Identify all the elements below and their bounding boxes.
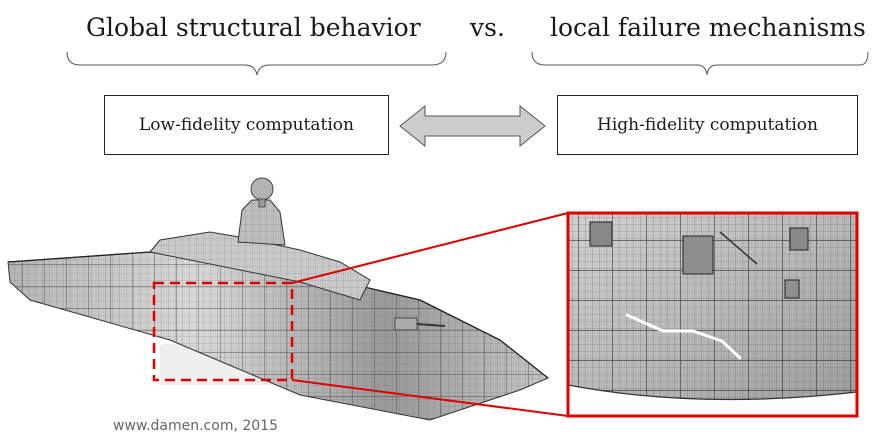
heading-global: Global structural behavior [86, 13, 421, 42]
zoom-region-marker [152, 281, 294, 382]
brace-local [531, 51, 869, 76]
brace-global [66, 51, 447, 76]
double-arrow-icon [399, 104, 546, 148]
image-credit: www.damen.com, 2015 [113, 418, 278, 434]
heading-local: local failure mechanisms [550, 13, 866, 42]
crack-line [625, 313, 742, 360]
low-fidelity-box: Low-fidelity computation [104, 95, 389, 155]
high-fidelity-box: High-fidelity computation [557, 95, 858, 155]
frigate-fe-mesh-icon [7, 177, 549, 421]
zoomed-hull-detail-icon [568, 213, 857, 416]
heading-vs: vs. [470, 13, 505, 42]
